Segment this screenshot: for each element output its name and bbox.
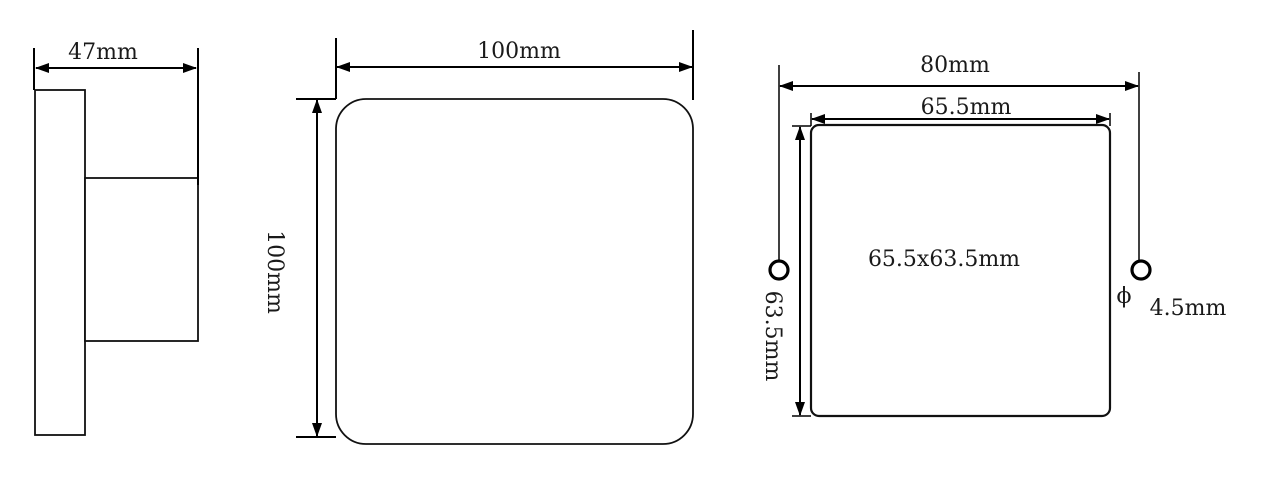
side-panel-flange — [34, 89, 86, 436]
cutout-width-label: 65.5mm — [921, 95, 1012, 120]
side-body — [84, 177, 199, 342]
front-panel — [335, 98, 694, 445]
diameter-symbol-icon: ϕ — [1117, 284, 1132, 309]
hole-diameter-label: 4.5mm — [1150, 296, 1227, 321]
hole-spacing-label: 80mm — [920, 53, 990, 78]
front-view: 100mm 100mm — [262, 30, 694, 445]
mounting-hole-left-icon — [768, 259, 790, 281]
depth-label: 47mm — [68, 40, 138, 65]
cutout-size-label: 65.5x63.5mm — [868, 247, 1020, 272]
panel-cutout — [809, 123, 1112, 418]
side-view: 47mm — [33, 40, 199, 436]
cutout-view: 80mm 65.5mm 63.5mm 65.5x63.5mm ϕ 4.5mm — [760, 53, 1227, 418]
cutout-height-label: 63.5mm — [760, 291, 785, 382]
height-label: 100mm — [262, 230, 287, 314]
width-label: 100mm — [477, 39, 561, 64]
mounting-hole-right-icon — [1130, 259, 1152, 281]
